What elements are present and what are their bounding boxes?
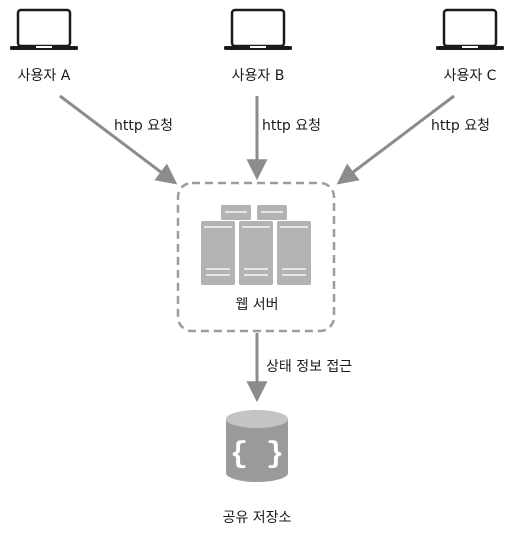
laptop-icon-user-b — [224, 8, 292, 50]
request-arrow-c — [336, 94, 455, 185]
request-arrow-a — [59, 94, 178, 185]
user-a-label: 사용자 A — [17, 68, 71, 84]
database-icon: { } — [226, 410, 288, 482]
web-server-container — [176, 181, 336, 333]
request-label-b: http 요청 — [262, 118, 321, 134]
laptop-icon-user-a — [10, 8, 78, 50]
request-label-a: http 요청 — [114, 118, 173, 134]
web-server-label: 웹 서버 — [235, 297, 279, 313]
server-rack-icon — [201, 205, 311, 285]
shared-store-label: 공유 저장소 — [222, 510, 292, 526]
user-c-label: 사용자 C — [443, 68, 497, 84]
user-b-label: 사용자 B — [231, 68, 285, 84]
svg-text:{ }: { } — [230, 438, 284, 472]
laptop-icon-user-c — [436, 8, 504, 50]
request-label-c: http 요청 — [431, 118, 490, 134]
state-access-label: 상태 정보 접근 — [266, 359, 353, 375]
